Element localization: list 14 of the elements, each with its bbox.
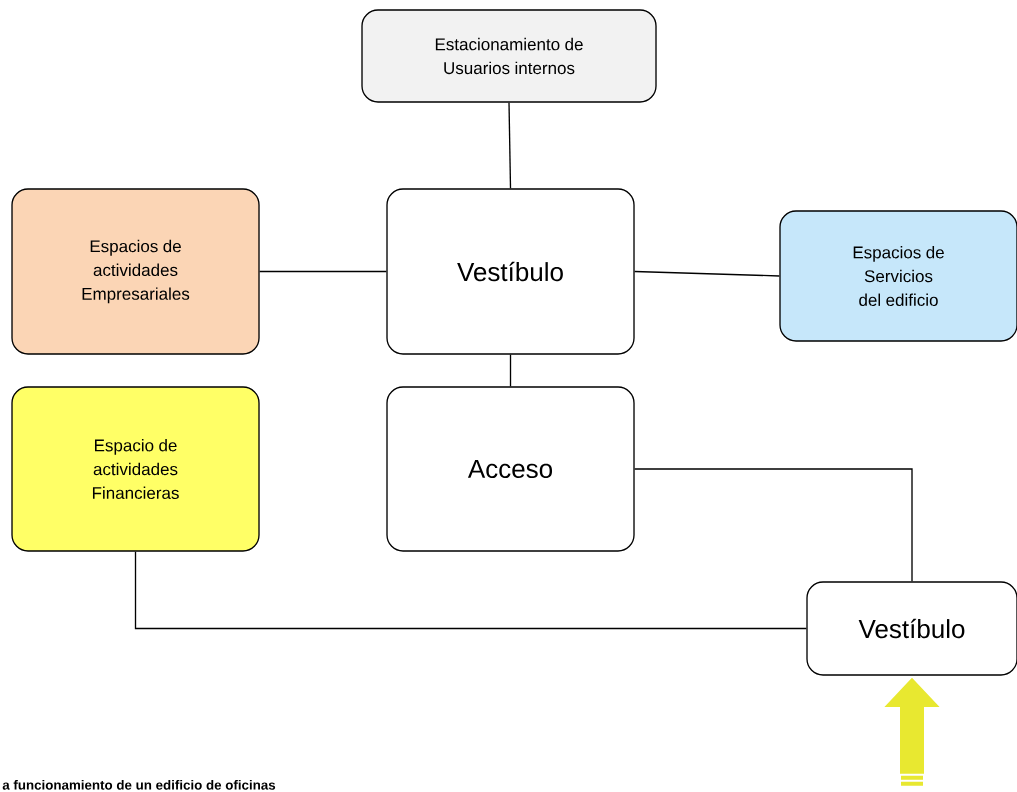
lobby-box: Vestíbulo — [806, 581, 1017, 676]
space-box: Espacios de actividades Empresariales — [11, 188, 260, 355]
connector — [259, 270, 387, 273]
space-box: Espacios de Servicios del edificio — [779, 210, 1017, 342]
space-box: Espacio de actividades Financieras — [11, 386, 260, 552]
connector — [508, 102, 512, 189]
connector — [634, 468, 913, 582]
caption: a funcionamiento de un edificio de oficinas — [2, 779, 276, 790]
connector — [634, 270, 780, 277]
parking-box: Estacionamiento de Usuarios internos — [361, 9, 657, 103]
connector — [134, 551, 807, 630]
connector — [509, 354, 512, 387]
lobby-box: Vestíbulo — [386, 188, 635, 355]
access-box: Acceso — [386, 386, 635, 552]
